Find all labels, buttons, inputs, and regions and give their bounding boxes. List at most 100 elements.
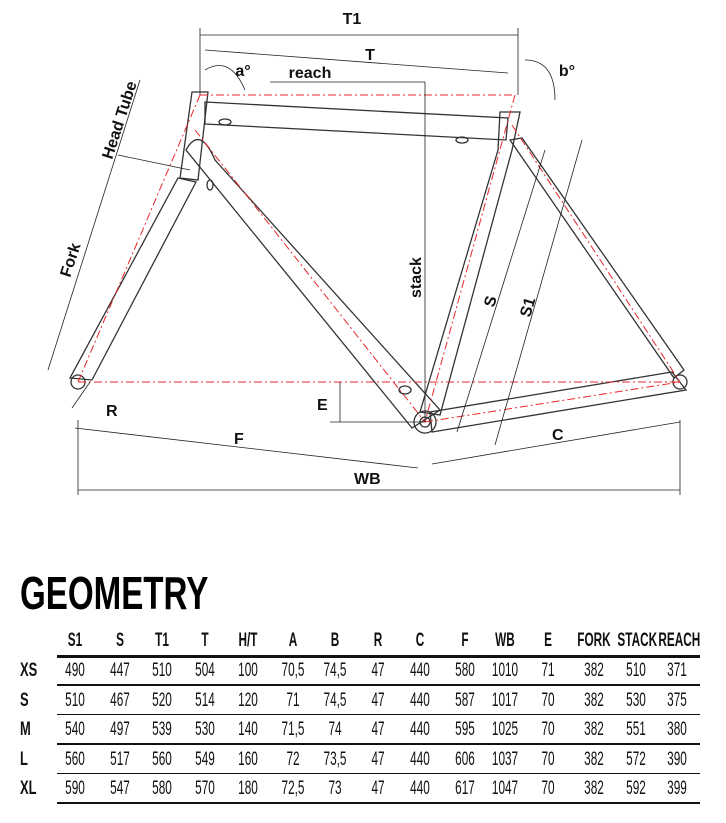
table-cell: 560 xyxy=(65,748,85,770)
column-header: WB xyxy=(495,630,515,651)
table-cell: 74 xyxy=(328,719,342,740)
table-cell: 606 xyxy=(455,748,475,770)
table-cell: 140 xyxy=(238,719,258,740)
table-cell: 70 xyxy=(541,778,555,799)
column-header: F xyxy=(461,630,469,651)
table-cell: 382 xyxy=(584,748,604,770)
table-cell: 72 xyxy=(286,748,300,770)
table-cell: 380 xyxy=(667,719,687,740)
header-divider xyxy=(57,655,700,658)
table-cell: 72,5 xyxy=(281,778,305,799)
label-wb: WB xyxy=(354,471,381,488)
row-divider xyxy=(57,772,700,774)
table-cell: 1010 xyxy=(491,660,519,681)
table-cell: 592 xyxy=(626,778,646,799)
table-cell: 590 xyxy=(65,778,85,799)
row-divider xyxy=(57,802,700,804)
label-c: C xyxy=(552,427,564,444)
table-cell: 74,5 xyxy=(323,660,347,681)
row-size-label: M xyxy=(20,719,31,740)
column-header: B xyxy=(330,630,340,651)
row-divider xyxy=(57,713,700,715)
table-cell: 70 xyxy=(541,689,555,711)
table-cell: 382 xyxy=(584,660,604,681)
table-cell: 1017 xyxy=(491,689,519,711)
column-header: E xyxy=(544,630,552,651)
column-header: S xyxy=(116,630,124,651)
table-cell: 47 xyxy=(371,689,385,711)
table-cell: 440 xyxy=(410,719,430,740)
label-t: T xyxy=(365,47,375,64)
table-cell: 120 xyxy=(238,689,258,711)
table-cell: 540 xyxy=(65,719,85,740)
table-cell: 510 xyxy=(626,660,646,681)
table-cell: 570 xyxy=(195,778,215,799)
table-cell: 399 xyxy=(667,778,687,799)
table-cell: 70 xyxy=(541,748,555,770)
label-s: S xyxy=(482,294,501,309)
table-cell: 390 xyxy=(667,748,687,770)
label-f: F xyxy=(234,431,244,448)
table-cell: 382 xyxy=(584,689,604,711)
table-cell: 572 xyxy=(626,748,646,770)
label-r: R xyxy=(106,403,118,420)
table-cell: 73,5 xyxy=(323,748,347,770)
table-cell: 549 xyxy=(195,748,215,770)
row-divider xyxy=(57,743,700,745)
frame-diagram: T1 T reach a° b° Head Tube Fork stack S … xyxy=(47,11,688,495)
table-cell: 530 xyxy=(626,689,646,711)
table-cell: 47 xyxy=(371,719,385,740)
table-cell: 180 xyxy=(238,778,258,799)
label-reach: reach xyxy=(289,65,332,82)
table-cell: 74,5 xyxy=(323,689,347,711)
table-cell: 514 xyxy=(195,689,215,711)
table-cell: 70,5 xyxy=(281,660,305,681)
column-header: R xyxy=(373,630,383,651)
label-angle-a: a° xyxy=(235,63,250,80)
table-cell: 510 xyxy=(152,660,172,681)
row-size-label: XS xyxy=(20,660,38,681)
table-cell: 580 xyxy=(455,660,475,681)
table-cell: 587 xyxy=(455,689,475,711)
column-header: T1 xyxy=(155,630,169,651)
table-cell: 595 xyxy=(455,719,475,740)
column-header: C xyxy=(415,630,425,651)
table-cell: 440 xyxy=(410,778,430,799)
table-cell: 617 xyxy=(455,778,475,799)
table-cell: 371 xyxy=(667,660,687,681)
centerlines xyxy=(77,94,681,423)
label-s1: S1 xyxy=(518,296,540,320)
table-cell: 551 xyxy=(626,719,646,740)
label-angle-b: b° xyxy=(559,63,575,80)
geometry-title: GEOMETRY xyxy=(20,567,209,619)
label-e: E xyxy=(317,397,328,414)
table-cell: 1037 xyxy=(491,748,519,770)
table-cell: 47 xyxy=(371,748,385,770)
row-size-label: L xyxy=(20,748,28,770)
table-cell: 440 xyxy=(410,748,430,770)
table-cell: 440 xyxy=(410,660,430,681)
table-cell: 160 xyxy=(238,748,258,770)
column-header: STACK xyxy=(617,630,658,651)
table-cell: 490 xyxy=(65,660,85,681)
label-head-tube: Head Tube xyxy=(100,79,141,161)
row-divider xyxy=(57,684,700,686)
table-cell: 1047 xyxy=(491,778,519,799)
table-cell: 547 xyxy=(110,778,130,799)
table-cell: 382 xyxy=(584,778,604,799)
table-cell: 73 xyxy=(328,778,342,799)
table-cell: 71 xyxy=(286,689,300,711)
table-cell: 504 xyxy=(195,660,215,681)
row-size-label: S xyxy=(20,689,29,711)
table-cell: 520 xyxy=(152,689,172,711)
table-cell: 517 xyxy=(110,748,130,770)
table-cell: 440 xyxy=(410,689,430,711)
table-cell: 47 xyxy=(371,660,385,681)
column-header: S1 xyxy=(67,630,83,651)
table-cell: 375 xyxy=(667,689,687,711)
column-header: T xyxy=(201,630,209,651)
table-cell: 467 xyxy=(110,689,130,711)
label-stack: stack xyxy=(408,257,425,298)
column-header: REACH xyxy=(658,630,701,651)
